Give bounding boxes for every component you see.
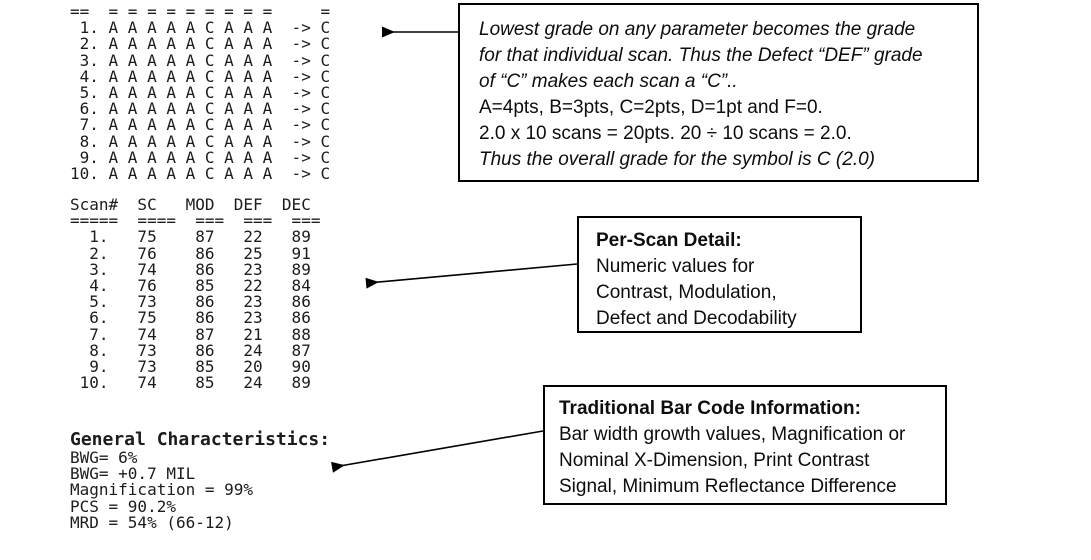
callout-traditional-text: Bar width growth values, Magnification o… (559, 422, 939, 500)
callout-text-line: for that individual scan. Thus the Defec… (479, 45, 923, 66)
general-characteristics-block: General Characteristics: BWG= 6% BWG= +0… (70, 430, 330, 531)
callout-text-line: Lowest grade on any parameter becomes th… (479, 19, 916, 40)
general-characteristics-title: General Characteristics: (70, 429, 331, 450)
callout-text-line: 2.0 x 10 scans = 20pts. 20 ÷ 10 scans = … (479, 123, 852, 144)
callout-text-line: A=4pts, B=3pts, C=2pts, D=1pt and F=0. (479, 97, 823, 118)
callout-text-line: Contrast, Modulation, (596, 282, 777, 303)
callout-grade-rule: Lowest grade on any parameter becomes th… (458, 3, 979, 182)
callout-text-line: Bar width growth values, Magnification o… (559, 424, 906, 445)
callout-text-line: Nominal X-Dimension, Print Contrast (559, 450, 870, 471)
callout-text-line: of “C” makes each scan a “C”.. (479, 71, 738, 92)
callout-traditional-info: Traditional Bar Code Information: Bar wi… (543, 385, 947, 505)
arrow-to-per-scan-table (365, 263, 578, 289)
callout-text-line: Signal, Minimum Reflectance Difference (559, 476, 897, 497)
callout-per-scan-title: Per-Scan Detail: (596, 230, 742, 251)
callout-traditional-title: Traditional Bar Code Information: (559, 398, 861, 419)
arrow-to-general-characteristics (331, 430, 544, 473)
callout-text-line: Numeric values for (596, 256, 755, 277)
scan-grade-summary-block: == = = = = = = = = = = 1. A A A A A C A … (70, 2, 331, 184)
callout-text-line: Thus the overall grade for the symbol is… (479, 149, 876, 170)
callout-grade-rule-text: Lowest grade on any parameter becomes th… (479, 17, 967, 173)
per-scan-detail-table: Scan# SC MOD DEF DEC ===== ==== === === … (70, 195, 321, 393)
callout-text-line: Defect and Decodability (596, 308, 797, 329)
general-characteristics-lines: BWG= 6% BWG= +0.7 MIL Magnification = 99… (70, 448, 254, 532)
